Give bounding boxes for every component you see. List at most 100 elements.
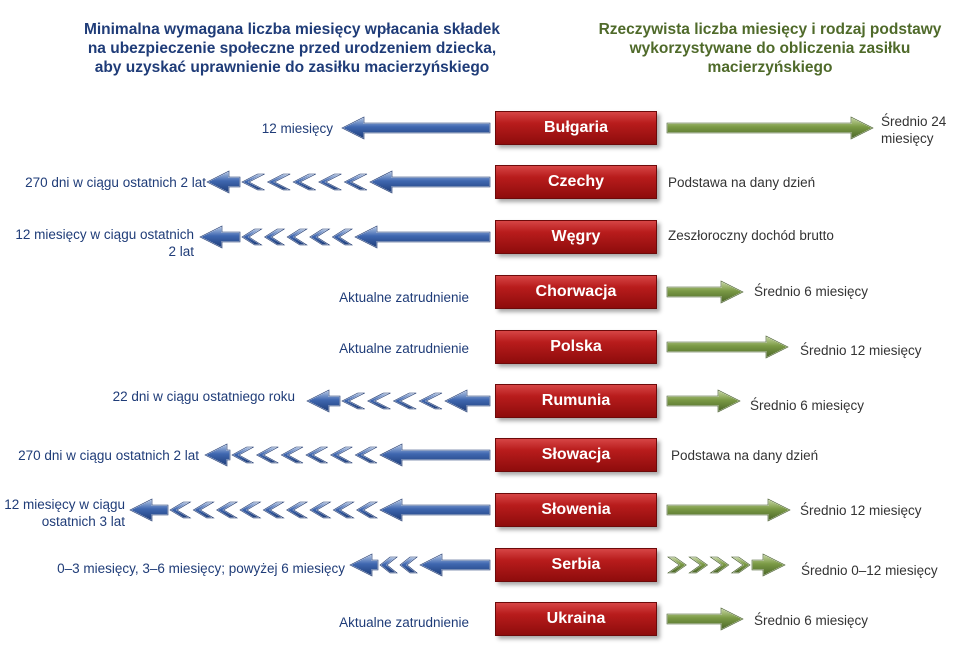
country-chorwacja: Chorwacja	[495, 275, 657, 309]
left-arrow-0	[368, 170, 491, 194]
left-arrow-0-outline	[379, 498, 491, 522]
row-wegry: Węgry 12 miesięcy w ciągu ostatnich 2 la…	[0, 220, 961, 260]
left-chevron-1-2-outline	[280, 446, 304, 464]
left-arrow-2-outline	[206, 170, 241, 194]
arrows-polska	[666, 335, 790, 359]
left-chevron-1-8-outline	[356, 501, 379, 519]
right-chevron-0-0	[666, 556, 688, 574]
right-chevron-0-3-outline	[730, 556, 751, 574]
left-chevron-1-3-outline	[305, 446, 328, 464]
left-chevron-1-7	[332, 501, 356, 519]
arrows-chorwacja	[666, 280, 745, 304]
left-arrow-2	[205, 170, 241, 194]
right-chevron-0-2	[708, 556, 730, 574]
left-chevron-1-6	[308, 501, 333, 519]
right-text-rumunia: Średnio 6 miesięcy	[750, 398, 865, 413]
country-czechy: Czechy	[495, 165, 657, 199]
country-bulgaria: Bułgaria	[495, 111, 657, 145]
right-text-slowacja: Podstawa na dany dzień	[671, 448, 819, 463]
right-arrow-0	[666, 607, 745, 631]
left-arrow-0	[353, 225, 491, 249]
row-rumunia: Rumunia 22 dni w ciągu ostatniego roku Ś…	[0, 384, 961, 424]
left-arrow-0-outline	[369, 170, 491, 194]
left-arrow-2	[198, 225, 241, 249]
left-chevron-1-0-outline	[169, 501, 192, 519]
right-arrow-0	[666, 280, 745, 304]
right-text-chorwacja: Średnio 6 miesięcy	[754, 284, 869, 299]
right-arrow-0-outline	[666, 607, 744, 631]
left-chevron-1-4-outline	[262, 501, 285, 519]
left-arrow-2	[305, 389, 341, 413]
left-text-serbia: 0–3 miesięcy, 3–6 miesięcy; powyżej 6 mi…	[57, 561, 345, 576]
left-arrow-2-outline	[199, 225, 241, 249]
left-chevron-1-2-outline	[292, 173, 316, 191]
row-ukraina: Ukraina Aktualne zatrudnienie Średnio 6 …	[0, 602, 961, 642]
left-chevron-1-1-outline	[256, 446, 279, 464]
left-chevron-1-5	[285, 501, 310, 519]
country-ukraina: Ukraina	[495, 602, 657, 636]
row-slowacja: Słowacja 270 dni w ciągu ostatnich 2 lat…	[0, 438, 961, 478]
arrows-serbia	[348, 553, 787, 577]
left-arrow-0-outline	[444, 389, 491, 413]
row-czechy: Czechy 270 dni w ciągu ostatnich 2 lat P…	[0, 165, 961, 205]
left-arrow-0	[443, 389, 491, 413]
left-chevron-1-4-outline	[343, 173, 368, 191]
left-chevron-1-3-outline	[318, 173, 342, 191]
left-arrow-0-outline	[419, 553, 491, 577]
left-text-czechy: 270 dni w ciągu ostatnich 2 lat	[25, 175, 206, 190]
right-text-ukraina: Średnio 6 miesięcy	[754, 613, 869, 628]
country-wegry: Węgry	[495, 220, 657, 254]
left-chevron-1-3	[238, 501, 263, 519]
right-chevron-0-2-outline	[709, 556, 730, 574]
left-chevron-1-2-outline	[216, 501, 239, 519]
left-chevron-1-0-outline	[231, 446, 254, 464]
left-chevron-1-4-outline	[331, 228, 354, 246]
row-slowenia: Słowenia 12 miesięcy w ciągu ostatnich 3…	[0, 493, 961, 533]
right-arrow-0-outline	[666, 116, 874, 140]
left-chevron-1-2	[286, 228, 309, 246]
left-chevron-1-0-outline	[241, 228, 263, 246]
right-chevron-0-3	[729, 556, 752, 574]
left-chevron-1-7-outline	[332, 501, 355, 519]
left-chevron-1-1-outline	[192, 501, 215, 519]
left-text-chorwacja: Aktualne zatrudnienie	[339, 290, 469, 305]
row-serbia: Serbia 0–3 miesięcy, 3–6 miesięcy; powyż…	[0, 548, 961, 588]
left-chevron-1-8	[355, 501, 380, 519]
right-text-serbia: Średnio 0–12 miesięcy	[801, 563, 938, 578]
right-chevron-0-1-outline	[688, 556, 709, 574]
row-bulgaria: Bułgaria 12 miesięcy Średnio 24 miesięcy	[0, 111, 961, 151]
header-right: Rzeczywista liczba miesięcy i rodzaj pod…	[598, 21, 942, 76]
left-text-wegry: 12 miesięcy w ciągu ostatnich 2 lat	[15, 227, 194, 259]
left-text-slowenia: 12 miesięcy w ciągu ostatnich 3 lat	[4, 497, 125, 529]
left-chevron-1-0	[168, 501, 193, 519]
left-chevron-1-5-outline	[354, 446, 378, 464]
arrows-rumunia	[305, 389, 742, 413]
arrows-bulgaria	[340, 116, 875, 140]
right-text-wegry: Zeszłoroczny dochód brutto	[668, 228, 834, 243]
left-arrow-0	[378, 443, 491, 467]
left-chevron-1-1	[263, 228, 287, 246]
right-arrow-0	[666, 335, 790, 359]
left-text-polska: Aktualne zatrudnienie	[339, 341, 469, 356]
right-arrow-0	[666, 116, 875, 140]
right-text-slowenia: Średnio 12 miesięcy	[800, 503, 922, 518]
right-chevron-0-0-outline	[667, 556, 687, 574]
left-arrow-2	[203, 443, 231, 467]
left-text-rumunia: 22 dni w ciągu ostatniego roku	[112, 389, 295, 404]
arrows-wegry	[198, 225, 491, 249]
left-chevron-1-3-outline	[239, 501, 262, 519]
left-arrow-0-outline	[379, 443, 491, 467]
left-arrow-2	[348, 553, 379, 577]
right-text-bulgaria: Średnio 24 miesięcy	[881, 114, 947, 146]
left-arrow-2-outline	[129, 498, 169, 522]
country-rumunia: Rumunia	[495, 384, 657, 418]
right-chevron-0-1	[687, 556, 709, 574]
left-arrow-0-outline	[354, 225, 491, 249]
right-arrow-0	[666, 389, 742, 413]
left-chevron-1-5-outline	[286, 501, 309, 519]
left-chevron-1-3-outline	[418, 392, 443, 410]
arrows-slowenia	[128, 498, 792, 522]
right-arrow-0	[666, 498, 792, 522]
